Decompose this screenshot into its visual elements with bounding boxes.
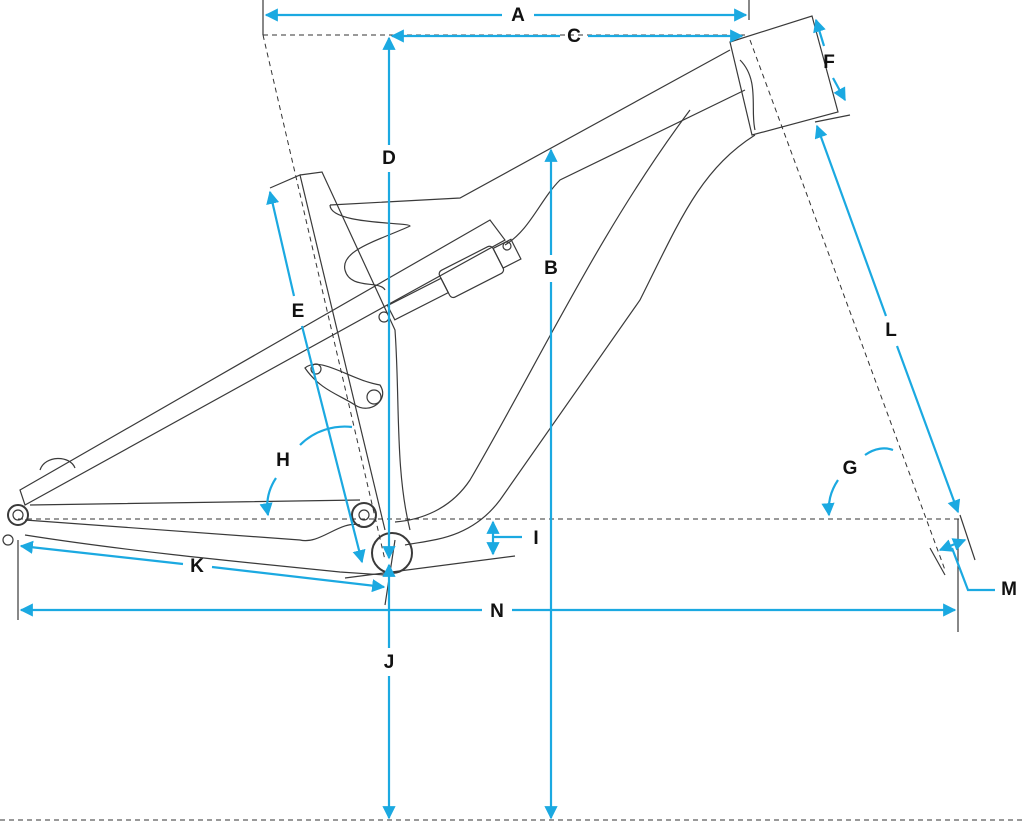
dimension-f-line <box>816 20 845 100</box>
dimension-h-arc <box>267 425 353 515</box>
pivot-bolt <box>378 311 390 323</box>
bike-frame <box>2 15 839 606</box>
dimension-k-line <box>21 546 384 587</box>
label-f: F <box>823 52 835 73</box>
dimension-m-line <box>938 538 967 552</box>
label-b: B <box>544 258 558 279</box>
rear-shock <box>386 238 522 321</box>
label-j: J <box>384 652 395 673</box>
seat-stay <box>19 219 506 506</box>
label-i: I <box>533 528 538 549</box>
rear-axle <box>7 504 29 526</box>
head-tube <box>729 15 839 136</box>
label-k: K <box>190 556 204 577</box>
dimension-i-line <box>493 522 522 554</box>
seat-tube-axis <box>262 34 386 561</box>
dimension-e-line <box>270 192 362 562</box>
pivot-bolt <box>366 389 382 405</box>
label-m: M <box>1001 579 1017 600</box>
dimension-m-leader <box>950 547 995 592</box>
label-d: D <box>382 148 396 169</box>
chain-stay <box>24 499 386 576</box>
label-g: G <box>843 458 858 479</box>
rear-axle-center <box>12 509 24 521</box>
steering-axis <box>749 39 946 571</box>
bottom-bracket <box>371 532 413 574</box>
label-a: A <box>511 5 525 26</box>
label-c: C <box>567 26 581 47</box>
dimension-g-arc <box>829 447 894 515</box>
label-h: H <box>276 450 290 471</box>
label-l: L <box>885 320 897 341</box>
dimension-l-line <box>817 126 958 512</box>
pivot-bolt <box>502 241 512 251</box>
main-pivot <box>351 502 377 528</box>
label-n: N <box>490 601 504 622</box>
down-tube <box>394 109 756 546</box>
bb-reference-lines <box>344 539 516 606</box>
label-e: E <box>292 301 305 322</box>
derailleur-hanger <box>2 534 14 546</box>
